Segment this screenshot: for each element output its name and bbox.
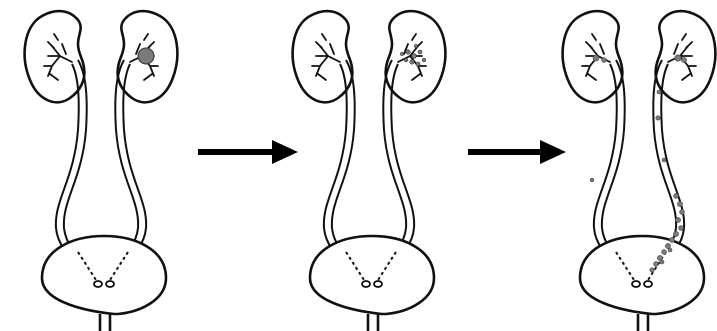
arrow-2-right <box>468 140 566 164</box>
arrow-1-right <box>198 140 298 164</box>
kidney-stone <box>138 48 154 64</box>
panel-2-urinary-tract <box>293 11 446 331</box>
panel-1-urinary-tract <box>25 11 178 331</box>
urinary-tract-drawing <box>563 11 716 331</box>
panel-3-urinary-tract <box>563 11 716 331</box>
urinary-tract-drawing <box>25 11 178 331</box>
